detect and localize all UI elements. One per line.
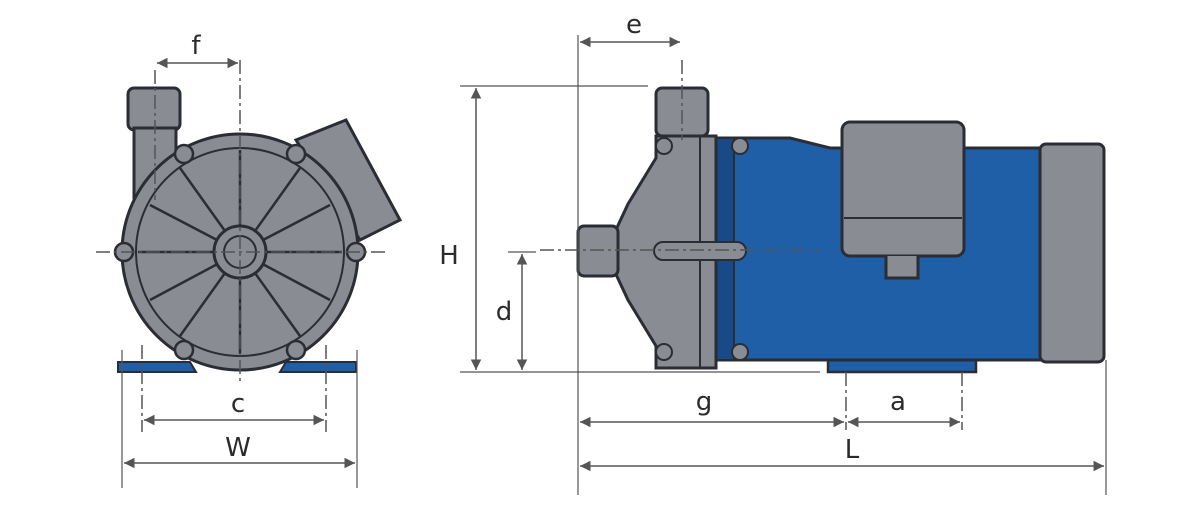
label-g: g [696,387,713,417]
side-dimensions [470,36,1104,472]
front-dimensions [124,57,355,469]
bolt [173,143,195,165]
front-outlet-nozzle [126,86,182,132]
side-inlet-nozzle [576,224,620,278]
label-d: d [496,297,513,327]
label-a: a [890,387,906,417]
front-right-foot [278,361,357,373]
front-view-pump [96,60,403,488]
side-view-pump [540,60,1106,430]
side-fan-cover [1038,142,1106,364]
bolt [285,339,307,361]
label-L: L [845,435,860,465]
bolt [173,339,195,361]
bolt [285,143,307,165]
label-f: f [191,31,201,61]
label-e: e [626,10,642,40]
side-terminal-box [840,120,966,258]
label-c: c [231,389,245,419]
label-H: H [439,241,459,271]
side-extension-lines [460,35,1107,495]
front-left-foot [117,361,198,373]
label-W: W [225,433,251,463]
